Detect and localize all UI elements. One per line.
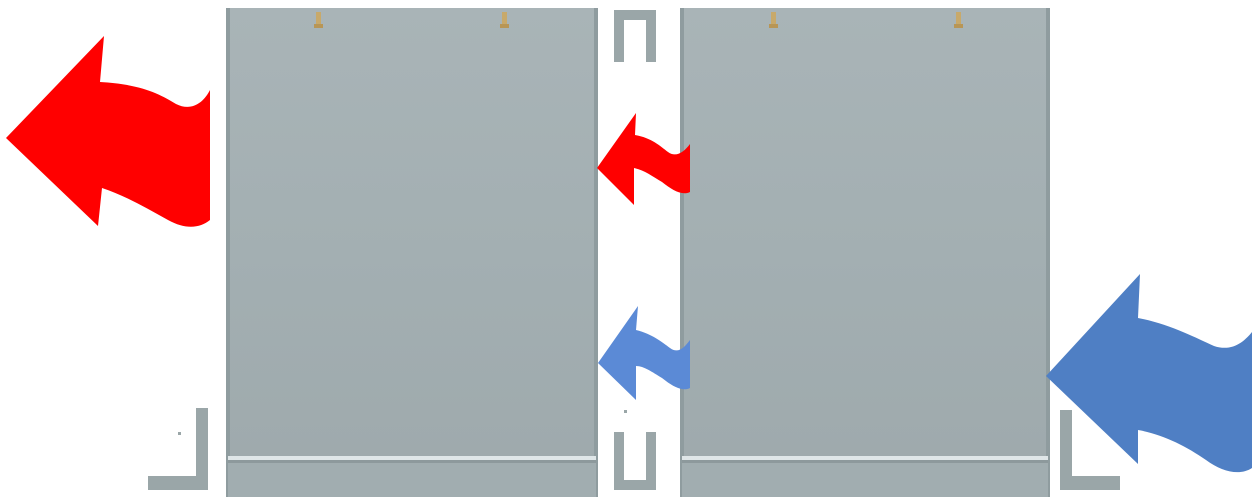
large-red-arrow <box>6 36 210 227</box>
right-plate <box>680 8 1050 497</box>
left-corner-bracket <box>148 408 208 490</box>
small-red-arrow <box>597 113 690 205</box>
right-plate-bottom-ridge <box>682 456 1048 497</box>
bottom-center-bracket <box>614 432 656 490</box>
large-blue-arrow <box>1046 274 1252 472</box>
top-center-bracket <box>614 10 656 62</box>
left-speck <box>178 432 181 435</box>
left-plate <box>226 8 598 497</box>
left-plate-bottom-ridge <box>228 456 596 497</box>
center-speck <box>624 410 627 413</box>
small-blue-arrow <box>598 306 690 400</box>
